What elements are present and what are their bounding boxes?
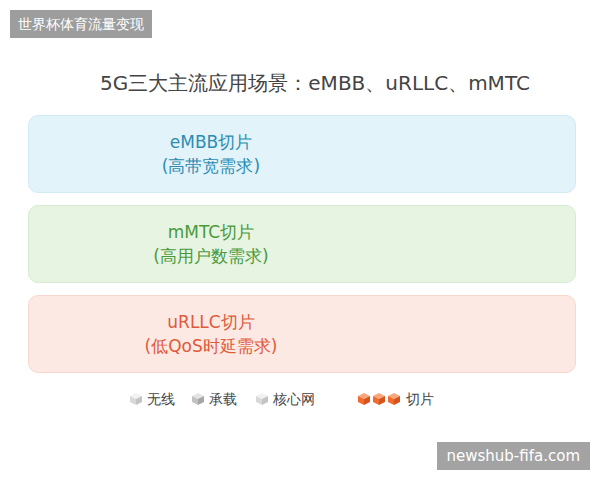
slice-name: mMTC切片	[144, 220, 279, 244]
slice-need: (高带宽需求)	[144, 154, 279, 178]
slice-name: eMBB切片	[144, 130, 279, 154]
slice-text-group: mMTC切片(高用户数需求)	[144, 220, 279, 268]
legend-label: 核心网	[273, 390, 315, 408]
cube-symbol	[358, 393, 370, 405]
cube-symbol	[256, 393, 268, 405]
slice-band: uRLLC切片(低QoS时延需求)	[28, 295, 576, 373]
legend-label: 承载	[209, 390, 237, 408]
slice-name: uRLLC切片	[144, 310, 279, 334]
slice-band: mMTC切片(高用户数需求)	[28, 205, 576, 283]
cube-face	[198, 396, 204, 405]
slice-need: (低QoS时延需求)	[144, 334, 279, 358]
cube-face	[379, 396, 385, 405]
slice-text-group: uRLLC切片(低QoS时延需求)	[144, 310, 279, 358]
watermark: 世界杯体育流量变现	[10, 10, 152, 38]
slice-band: eMBB切片(高带宽需求)	[28, 115, 576, 193]
cube-face	[388, 396, 394, 405]
cube-symbol	[192, 393, 204, 405]
cube-face	[130, 396, 136, 405]
legend-label: 切片	[406, 390, 434, 408]
cube-face	[136, 396, 142, 405]
cube-face	[262, 396, 268, 405]
cube-face	[192, 396, 198, 405]
slice-need: (高用户数需求)	[144, 244, 279, 268]
cube-symbol	[130, 393, 142, 405]
cube-face	[373, 396, 379, 405]
legend-label: 无线	[147, 390, 175, 408]
cube-face	[358, 396, 364, 405]
cube-face	[256, 396, 262, 405]
cube-face	[364, 396, 370, 405]
watermark: newshub-fifa.com	[437, 442, 591, 470]
cube-symbol	[388, 393, 400, 405]
slice-text-group: eMBB切片(高带宽需求)	[144, 130, 279, 178]
cube-symbol	[373, 393, 385, 405]
cube-face	[394, 396, 400, 405]
diagram-title: 5G三大主流应用场景：eMBB、uRLLC、mMTC	[30, 70, 600, 97]
